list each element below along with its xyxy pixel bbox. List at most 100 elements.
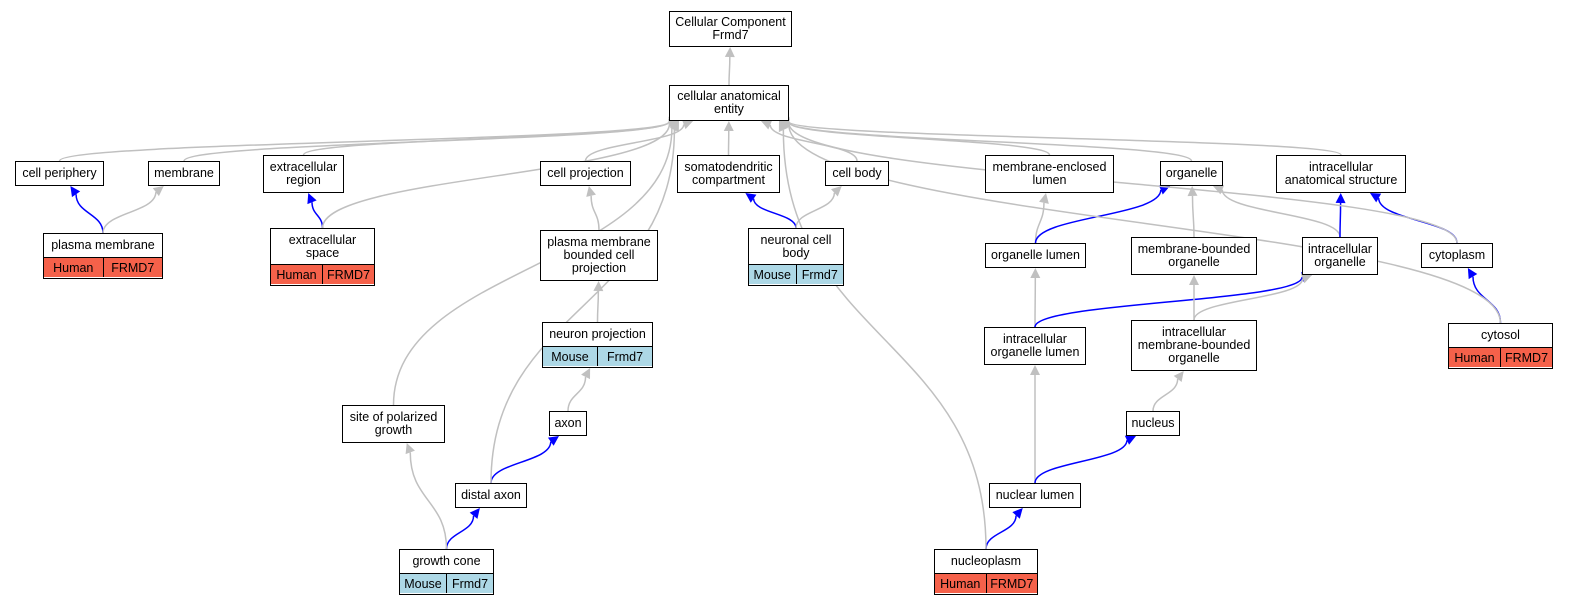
edge-iol-to-io	[1034, 276, 1303, 328]
arrowhead-axon-to-nproj	[581, 368, 591, 380]
arrowhead-gcone-to-spg	[405, 443, 415, 455]
arrowhead-mbo-to-org	[1187, 186, 1198, 197]
node-neuron-projection[interactable]: neuron projection Mouse Frmd7	[542, 322, 653, 368]
node-extracellular-region[interactable]: extracellular region	[263, 155, 344, 193]
node-membrane[interactable]: membrane	[148, 161, 220, 186]
node-intracellular-anatomical-structure[interactable]: intracellular anatomical structure	[1276, 155, 1406, 193]
node-label: membrane-enclosed lumen	[992, 159, 1107, 187]
gene-tag: FRMD7	[1500, 348, 1552, 367]
species-tag: Human	[271, 265, 322, 284]
edge-mbo-to-org	[1191, 195, 1195, 238]
edge-nlum-to-nucleus	[1034, 440, 1128, 484]
annotation-tags: Mouse Frmd7	[749, 264, 843, 284]
node-axon[interactable]: axon	[549, 411, 587, 436]
node-membrane-enclosed-lumen[interactable]: membrane-enclosed lumen	[985, 155, 1114, 193]
gene-tag: FRMD7	[102, 258, 162, 277]
edge-cproj-to-cae	[584, 124, 685, 162]
node-cytoplasm[interactable]: cytoplasm	[1421, 243, 1493, 268]
edge-gcone-to-spg	[409, 452, 448, 550]
edge-axon-to-nproj	[567, 376, 587, 412]
arrowhead-cyto-to-ias	[1370, 193, 1382, 203]
arrowhead-cytosol-to-cyto	[1467, 268, 1478, 280]
annotation-tags: Human FRMD7	[271, 264, 374, 284]
edge-nproj-to-pmbcp	[596, 290, 600, 323]
node-organelle[interactable]: organelle	[1160, 161, 1223, 186]
node-nucleus[interactable]: nucleus	[1126, 411, 1180, 436]
arrowhead-nlum-to-nucleus	[1124, 435, 1136, 445]
edge-exsp-to-cae	[321, 123, 671, 229]
arrowhead-ncb-to-somato	[745, 193, 757, 203]
node-label: membrane-bounded organelle	[1137, 241, 1251, 269]
node-label: nucleoplasm	[950, 554, 1022, 568]
gene-tag: FRMD7	[322, 265, 374, 284]
arrowhead-iol-to-olum	[1030, 268, 1041, 279]
arrowhead-nproj-to-pmbcp	[593, 281, 604, 292]
node-label: cell periphery	[22, 165, 97, 180]
annotation-tags: Human FRMD7	[935, 573, 1037, 593]
edge-cytosol-to-cae	[787, 123, 1502, 324]
arrowhead-ncb-to-cbody	[831, 186, 842, 197]
arrowhead-cbody-to-cae	[761, 120, 773, 130]
node-cellular-component-root[interactable]: Cellular Component Frmd7	[669, 11, 792, 47]
arrowhead-olum-to-mel	[1039, 193, 1049, 204]
node-label: somatodendritic compartment	[684, 159, 773, 187]
arrowhead-nplasm-to-nlum	[1012, 508, 1023, 519]
node-label: cytoplasm	[1428, 247, 1486, 262]
node-growth-cone[interactable]: growth cone Mouse Frmd7	[399, 549, 494, 595]
edge-mel-to-cae	[788, 121, 1051, 156]
node-membrane-bounded-organelle[interactable]: membrane-bounded organelle	[1131, 237, 1257, 275]
edge-nplasm-to-cae	[782, 130, 987, 550]
node-nuclear-lumen[interactable]: nuclear lumen	[989, 483, 1081, 508]
node-site-of-polarized-growth[interactable]: site of polarized growth	[342, 405, 445, 443]
annotation-tags: Mouse Frmd7	[400, 573, 493, 593]
arrowhead-pmbcp-to-cproj	[586, 186, 596, 197]
species-tag: Mouse	[749, 265, 796, 284]
edge-cper-to-cae	[58, 120, 670, 162]
node-cell-body[interactable]: cell body	[825, 161, 889, 186]
edge-io-to-ias	[1339, 202, 1342, 238]
node-cellular-anatomical-entity[interactable]: cellular anatomical entity	[669, 85, 789, 121]
node-label: organelle	[1165, 165, 1218, 180]
node-organelle-lumen[interactable]: organelle lumen	[985, 243, 1086, 268]
edge-spg-to-cae	[392, 128, 673, 406]
node-neuronal-cell-body[interactable]: neuronal cell body Mouse Frmd7	[748, 228, 844, 286]
gene-tag: Frmd7	[597, 347, 652, 366]
node-label: nuclear lumen	[995, 487, 1075, 502]
edge-gcone-to-daxon	[445, 515, 475, 550]
node-intracellular-membrane-bounded-organelle[interactable]: intracellular membrane-bounded organelle	[1131, 320, 1257, 371]
arrowhead-exsp-to-exreg	[307, 193, 317, 205]
node-somatodendritic-compartment[interactable]: somatodendritic compartment	[677, 155, 780, 193]
node-cell-projection[interactable]: cell projection	[540, 161, 631, 186]
edge-ncb-to-somato	[752, 198, 797, 229]
node-plasma-membrane[interactable]: plasma membrane Human FRMD7	[43, 233, 163, 279]
node-intracellular-organelle[interactable]: intracellular organelle	[1302, 237, 1378, 275]
arrowhead-pm-to-memb	[152, 186, 164, 197]
edge-cae-to-root	[728, 56, 731, 86]
edge-cyto-to-cae	[788, 122, 1458, 244]
edge-daxon-to-axon	[490, 441, 552, 484]
arrowhead-cytosol-to-cae	[779, 118, 790, 129]
node-extracellular-space[interactable]: extracellular space Human FRMD7	[270, 228, 375, 286]
node-cytosol[interactable]: cytosol Human FRMD7	[1448, 323, 1553, 369]
node-cell-periphery[interactable]: cell periphery	[15, 161, 104, 186]
node-label: extracellular space	[288, 232, 357, 260]
species-tag: Mouse	[400, 574, 446, 593]
edge-exreg-to-cae	[302, 121, 670, 156]
annotation-tags: Human FRMD7	[44, 257, 162, 277]
node-label: extracellular region	[269, 159, 338, 187]
edge-io-to-org	[1221, 189, 1341, 238]
edge-pm-to-memb	[102, 191, 157, 234]
node-nucleoplasm[interactable]: nucleoplasm Human FRMD7	[934, 549, 1038, 595]
edge-cbody-to-cae	[769, 124, 858, 162]
species-tag: Mouse	[543, 347, 597, 366]
node-label: Cellular Component Frmd7	[675, 14, 786, 42]
gene-tag: Frmd7	[795, 265, 843, 284]
node-label: cellular anatomical entity	[677, 88, 781, 116]
edge-olum-to-mel	[1034, 202, 1045, 244]
arrowhead-daxon-to-axon	[547, 436, 559, 446]
arrowhead-nucleus-to-imbo	[1173, 371, 1184, 382]
node-plasma-membrane-bounded-cell-projection[interactable]: plasma membrane bounded cell projection	[540, 230, 658, 281]
arrowhead-cae-to-root	[724, 47, 735, 58]
node-intracellular-organelle-lumen[interactable]: intracellular organelle lumen	[984, 327, 1086, 365]
node-distal-axon[interactable]: distal axon	[455, 483, 527, 508]
